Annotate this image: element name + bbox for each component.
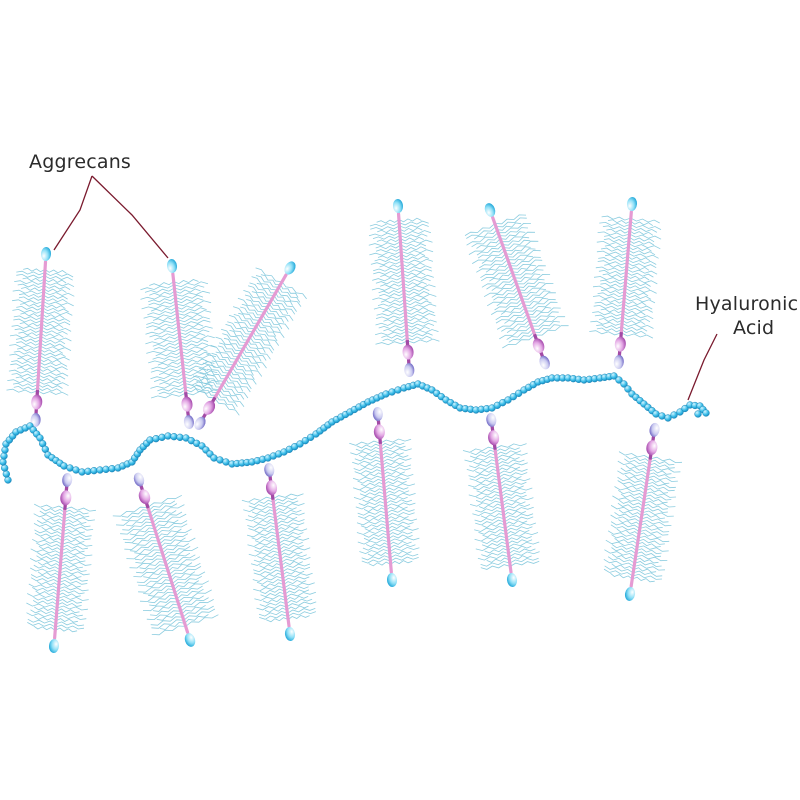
hyaluronic-acid-bead [509, 393, 517, 401]
aggrecan [368, 199, 440, 378]
aggrecan [462, 412, 540, 587]
g1-domain [31, 394, 43, 410]
g3-domain [624, 587, 636, 601]
hyaluronic-acid-bead [4, 476, 12, 484]
hyaluronic-acid-bead [170, 433, 178, 441]
g1-domain [373, 424, 385, 440]
aggrecan-molecules [6, 197, 683, 653]
hyaluronic-acid-bead [108, 465, 116, 473]
g1-domain [181, 396, 193, 412]
hyaluronic-acid-bead [296, 440, 304, 448]
hyaluronic-acid-chain [0, 372, 710, 484]
hyaluronic-acid-bead [158, 433, 166, 441]
g3-domain [506, 573, 518, 587]
hyaluronic-acid-bead [96, 466, 104, 474]
aggrecan [187, 261, 307, 430]
hyaluronic-acid-bead [615, 376, 623, 384]
aggrecan [241, 462, 317, 641]
hyaluronic-acid-bead [1, 464, 9, 472]
link-protein [194, 416, 206, 430]
hyaluronic-acid-bead [84, 467, 92, 475]
link-protein [486, 412, 497, 427]
aggrecan [464, 203, 569, 370]
link-protein [372, 406, 383, 421]
hyaluronic-acid-bead [164, 432, 172, 440]
hyaluronic-acid-bead [515, 389, 523, 397]
link-protein [183, 415, 194, 430]
aggrecans-pointer-line-left [53, 175, 93, 251]
g3-domain [48, 639, 60, 653]
hyaluronic-acid-bead [0, 452, 8, 460]
g1-domain [202, 400, 216, 415]
g1-domain [532, 338, 545, 353]
aggrecans-pointer-line-right [91, 175, 169, 259]
hyaluronic-acid-label-line2: Acid [733, 317, 774, 339]
g3-domain [484, 203, 496, 217]
g3-domain [40, 247, 52, 261]
hyaluronic-acid-bead [681, 404, 689, 413]
g1-domain [488, 430, 500, 446]
aggrecans-label: Aggrecans [29, 151, 131, 173]
hyaluronic-acid-bead [0, 458, 7, 466]
hyaluronic-acid-bead [2, 470, 10, 478]
link-protein [62, 472, 73, 487]
hyaluronic-acid-bead [664, 414, 672, 422]
hyaluronic-acid-bead [152, 435, 160, 443]
hyaluronic-acid-bead [90, 467, 98, 475]
link-protein [264, 462, 275, 477]
hyaluronic-acid-bead [610, 372, 618, 380]
core-protein [138, 481, 190, 634]
hyaluronic-acid-bead [670, 411, 678, 419]
link-protein [30, 413, 41, 428]
aggrecan [112, 472, 219, 647]
g1-domain [614, 336, 626, 352]
aggrecan [140, 259, 221, 430]
link-protein [649, 422, 660, 437]
hyaluronic-acid-bead [176, 433, 184, 441]
g3-domain [392, 199, 404, 213]
g1-domain [646, 440, 658, 456]
aggrecan [26, 472, 96, 653]
g3-domain [166, 259, 178, 273]
core-protein [200, 273, 288, 422]
hyaluronic-acid-pointer-line [687, 333, 718, 401]
g1-domain [402, 344, 414, 360]
g3-domain [626, 197, 638, 211]
g1-domain [265, 480, 278, 496]
hyaluronic-acid-bead [676, 408, 684, 416]
g3-domain [284, 261, 296, 275]
aggrecan [603, 422, 683, 601]
link-protein [613, 355, 624, 370]
hyaluronic-acid-bead [702, 409, 710, 417]
g3-domain [386, 573, 398, 587]
glycosaminoglycan-chains [241, 493, 317, 623]
link-protein [133, 472, 145, 487]
aggrecan [6, 247, 75, 428]
g1-domain [60, 490, 72, 506]
hyaluronic-acid-bead [301, 437, 309, 445]
hyaluronic-acid-label-line1: Hyaluronic [695, 293, 798, 315]
hyaluronic-acid-bead [504, 396, 512, 404]
hyaluronic-acid-bead [694, 410, 702, 418]
g1-domain [138, 489, 151, 505]
hyaluronic-acid-bead [624, 385, 632, 393]
hyaluronic-acid-bead [146, 436, 154, 444]
hyaluronic-acid-bead [620, 380, 628, 388]
aggrecan [589, 197, 662, 370]
link-protein [404, 363, 415, 378]
g3-domain [284, 627, 296, 641]
hyaluronic-acid-bead [78, 468, 86, 476]
aggrecan [349, 406, 420, 587]
g3-domain [184, 633, 196, 647]
hyaluronic-acid-bead [1, 446, 9, 454]
hyaluronic-acid-bead [102, 465, 110, 473]
hyaluronic-acid-bead [307, 433, 315, 441]
link-protein [539, 355, 550, 370]
